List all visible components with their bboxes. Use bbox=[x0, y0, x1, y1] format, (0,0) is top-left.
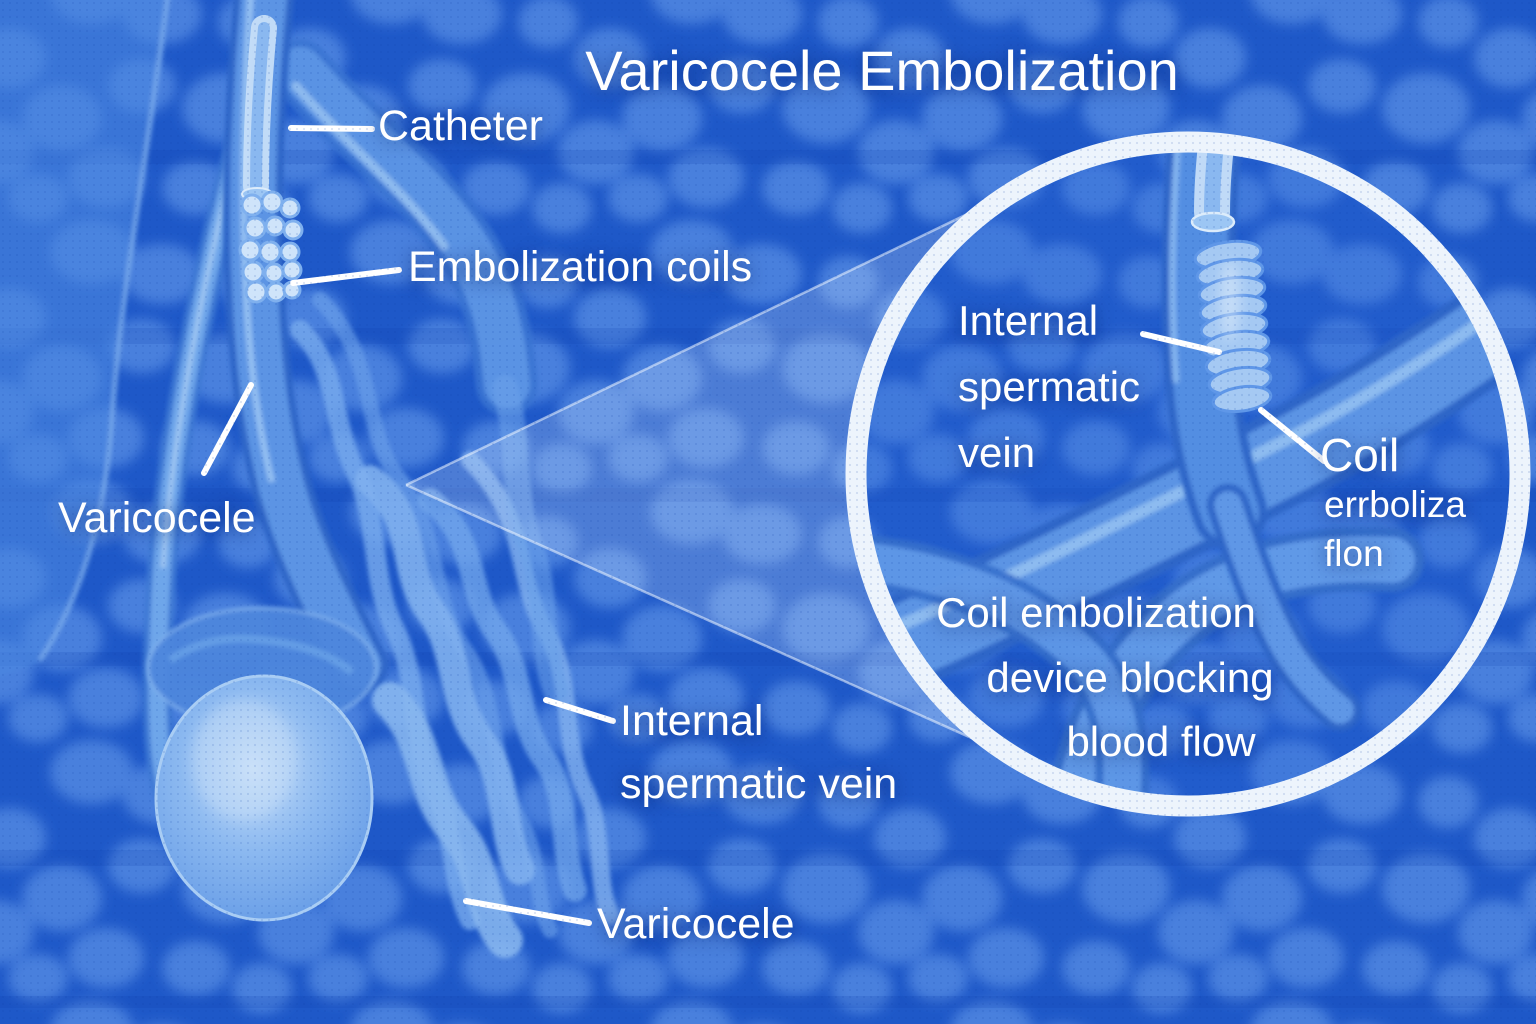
varicocele-left-label: Varicocele bbox=[58, 494, 256, 542]
inset-coil-label-line3: flon bbox=[1324, 533, 1384, 574]
inset-caption-line3: blood flow bbox=[1066, 718, 1256, 765]
inset-isv-label-line1: Internal bbox=[958, 297, 1099, 344]
diagram-title: Varicocele Embolization bbox=[585, 39, 1179, 102]
inset-caption-line2: device blocking bbox=[986, 654, 1274, 701]
inset-caption-line1: Coil embolization bbox=[936, 589, 1256, 636]
inset-isv-label-line3: vein bbox=[958, 429, 1036, 476]
catheter-label: Catheter bbox=[378, 102, 543, 150]
embolization-coils-label: Embolization coils bbox=[408, 243, 753, 291]
internal-spermatic-vein-label-line2: spermatic vein bbox=[620, 760, 898, 808]
internal-spermatic-vein-label-line1: Internal bbox=[620, 697, 764, 745]
varicocele-bottom-label: Varicocele bbox=[597, 900, 795, 948]
inset-isv-label-line2: spermatic bbox=[958, 363, 1141, 410]
inset-internal-spermatic-vein-label: Internal spermatic vein bbox=[958, 288, 1140, 486]
inset-coil-label-line1: Coil bbox=[1320, 429, 1400, 481]
inset-coil-label-line2: errboliza bbox=[1324, 484, 1466, 525]
internal-spermatic-vein-label: Internal spermatic vein bbox=[620, 690, 897, 816]
